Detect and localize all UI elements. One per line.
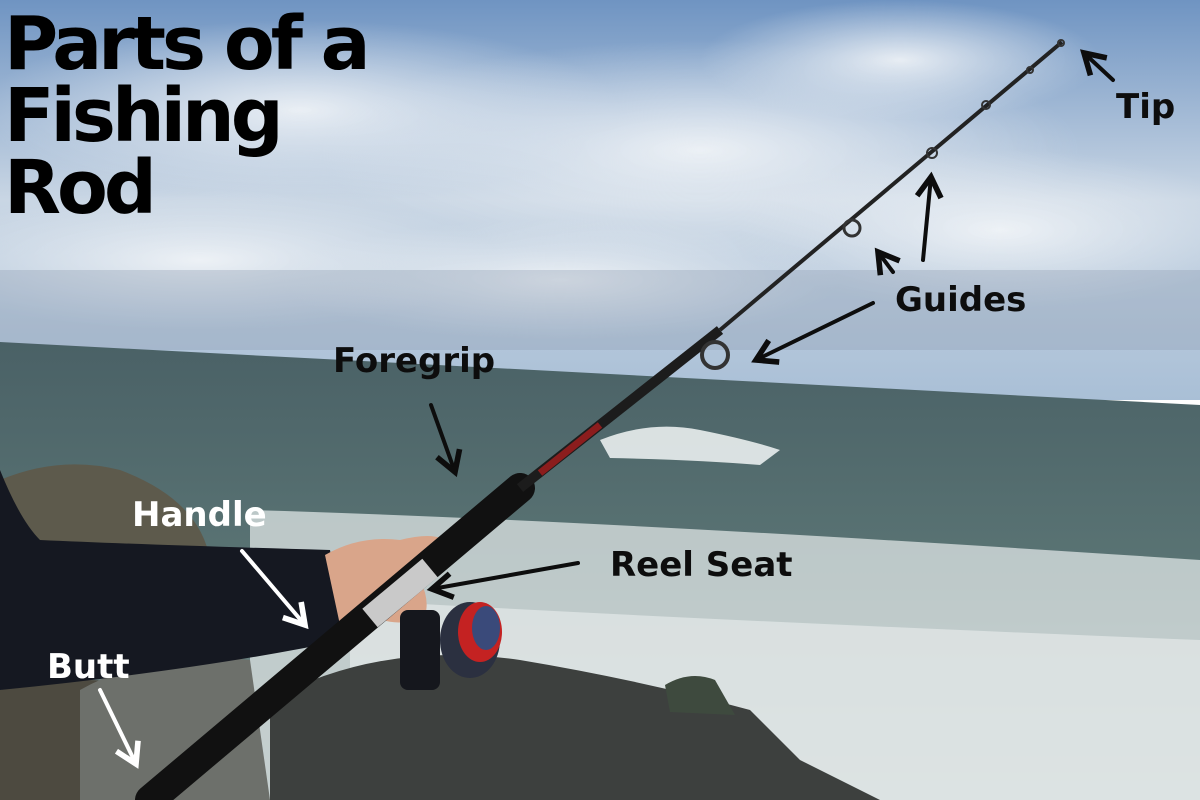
guide-3 [926, 147, 938, 159]
rock-center [270, 655, 880, 800]
foregrip-arrow [429, 403, 463, 478]
label-butt: Butt [47, 647, 130, 687]
label-reel-seat: Reel Seat [610, 545, 793, 585]
rod-reel-seat [362, 558, 438, 628]
guides-arrow-lower [751, 301, 875, 365]
title-line-2: Fishing [4, 73, 284, 159]
rod-blank-upper [718, 40, 1064, 332]
diagram-title: Parts of a Fishing Rod [4, 1, 371, 231]
sleeve [0, 470, 345, 690]
label-handle: Handle [132, 495, 267, 535]
butt-arrow [98, 688, 141, 769]
wave-crest [600, 426, 780, 465]
rod-handle [135, 473, 535, 800]
rod-tip [1057, 39, 1065, 47]
label-guides: Guides [895, 280, 1027, 320]
guides-arrow-middle [874, 247, 901, 276]
annotation-arrows [98, 49, 1115, 769]
guide-2 [842, 218, 862, 238]
guides-arrow-upper [914, 171, 944, 262]
guide-1 [700, 340, 730, 370]
label-foregrip: Foregrip [333, 341, 496, 381]
tip-arrow [1080, 49, 1115, 82]
title-line-3: Rod [4, 145, 157, 231]
reel-seat-arrow [426, 561, 580, 600]
fishing-rod [135, 39, 1065, 800]
title-line-1: Parts of a [4, 1, 371, 87]
label-tip: Tip [1116, 87, 1176, 127]
handle-arrow [240, 549, 309, 630]
clouds [0, 0, 1200, 340]
spinning-reel [400, 602, 502, 690]
